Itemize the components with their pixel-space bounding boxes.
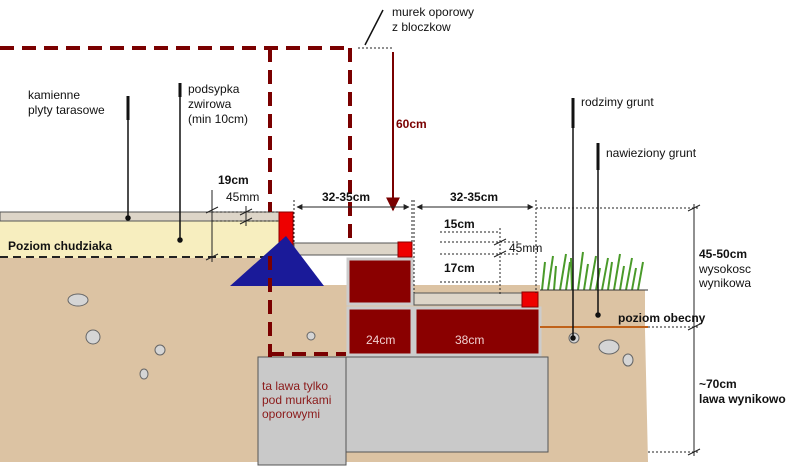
- note-lawa-3: oporowymi: [262, 407, 320, 421]
- label-rodzimy: rodzimy grunt: [581, 95, 654, 109]
- dimension-lines: [205, 47, 701, 456]
- dim-45mm-right: 45mm: [509, 241, 542, 255]
- dim-32-35-right: 32-35cm: [450, 190, 498, 204]
- label-block-24cm: 24cm: [366, 333, 395, 347]
- wall-blocks: [346, 257, 542, 357]
- dim-15cm: 15cm: [444, 217, 475, 231]
- label-wysokosc-1: wysokosc: [698, 262, 751, 276]
- label-kamienne-2: plyty tarasowe: [28, 103, 105, 117]
- block-upper: [346, 257, 414, 306]
- label-podsypka-2: zwirowa: [188, 97, 232, 111]
- block-lower-left: [346, 306, 414, 357]
- lower-red-edge: [521, 291, 539, 308]
- dim-70cm: ~70cm: [699, 377, 737, 391]
- stone-slab: [0, 211, 281, 222]
- dim-19cm: 19cm: [218, 173, 249, 187]
- label-poziom-chudziaka: Poziom chudziaka: [8, 239, 112, 253]
- gravel-bed: [0, 221, 280, 258]
- label-murek-2: z bloczkow: [392, 20, 451, 34]
- label-nawieziony: nawieziony grunt: [606, 146, 697, 160]
- label-kamienne-1: kamienne: [28, 88, 80, 102]
- dim-17cm: 17cm: [444, 261, 475, 275]
- label-lawa-wynikowo: lawa wynikowo: [699, 392, 786, 406]
- label-wysokosc-2: wynikowa: [698, 276, 751, 290]
- upper-red-edge: [397, 241, 413, 258]
- dim-32-35-left: 32-35cm: [322, 190, 370, 204]
- foundation-right: [345, 356, 549, 453]
- lower-coping-slab: [413, 292, 525, 306]
- label-poziom-obecny: poziom obecny: [618, 311, 706, 325]
- note-lawa-1: ta lawa tylko: [262, 379, 328, 393]
- dim-45-50cm: 45-50cm: [699, 247, 747, 261]
- label-block-38cm: 38cm: [455, 333, 484, 347]
- dashed-wall-outline: [0, 46, 352, 357]
- label-murek-1: murek oporowy: [392, 5, 474, 19]
- block-lower-right: [413, 306, 542, 357]
- note-lawa-2: pod murkami: [262, 393, 331, 407]
- leader-line-marks: [126, 83, 600, 170]
- grass-tuft: [541, 251, 644, 291]
- upper-coping-slab: [293, 242, 401, 256]
- dim-60cm: 60cm: [396, 117, 427, 131]
- label-podsypka-1: podsypka: [188, 82, 240, 96]
- leader-lines: [125, 9, 601, 341]
- level-marker-triangle: [230, 236, 324, 286]
- stones: [67, 293, 634, 380]
- dim-45mm-left: 45mm: [226, 190, 259, 204]
- label-podsypka-3: (min 10cm): [188, 112, 248, 126]
- foundation-left: [257, 356, 347, 466]
